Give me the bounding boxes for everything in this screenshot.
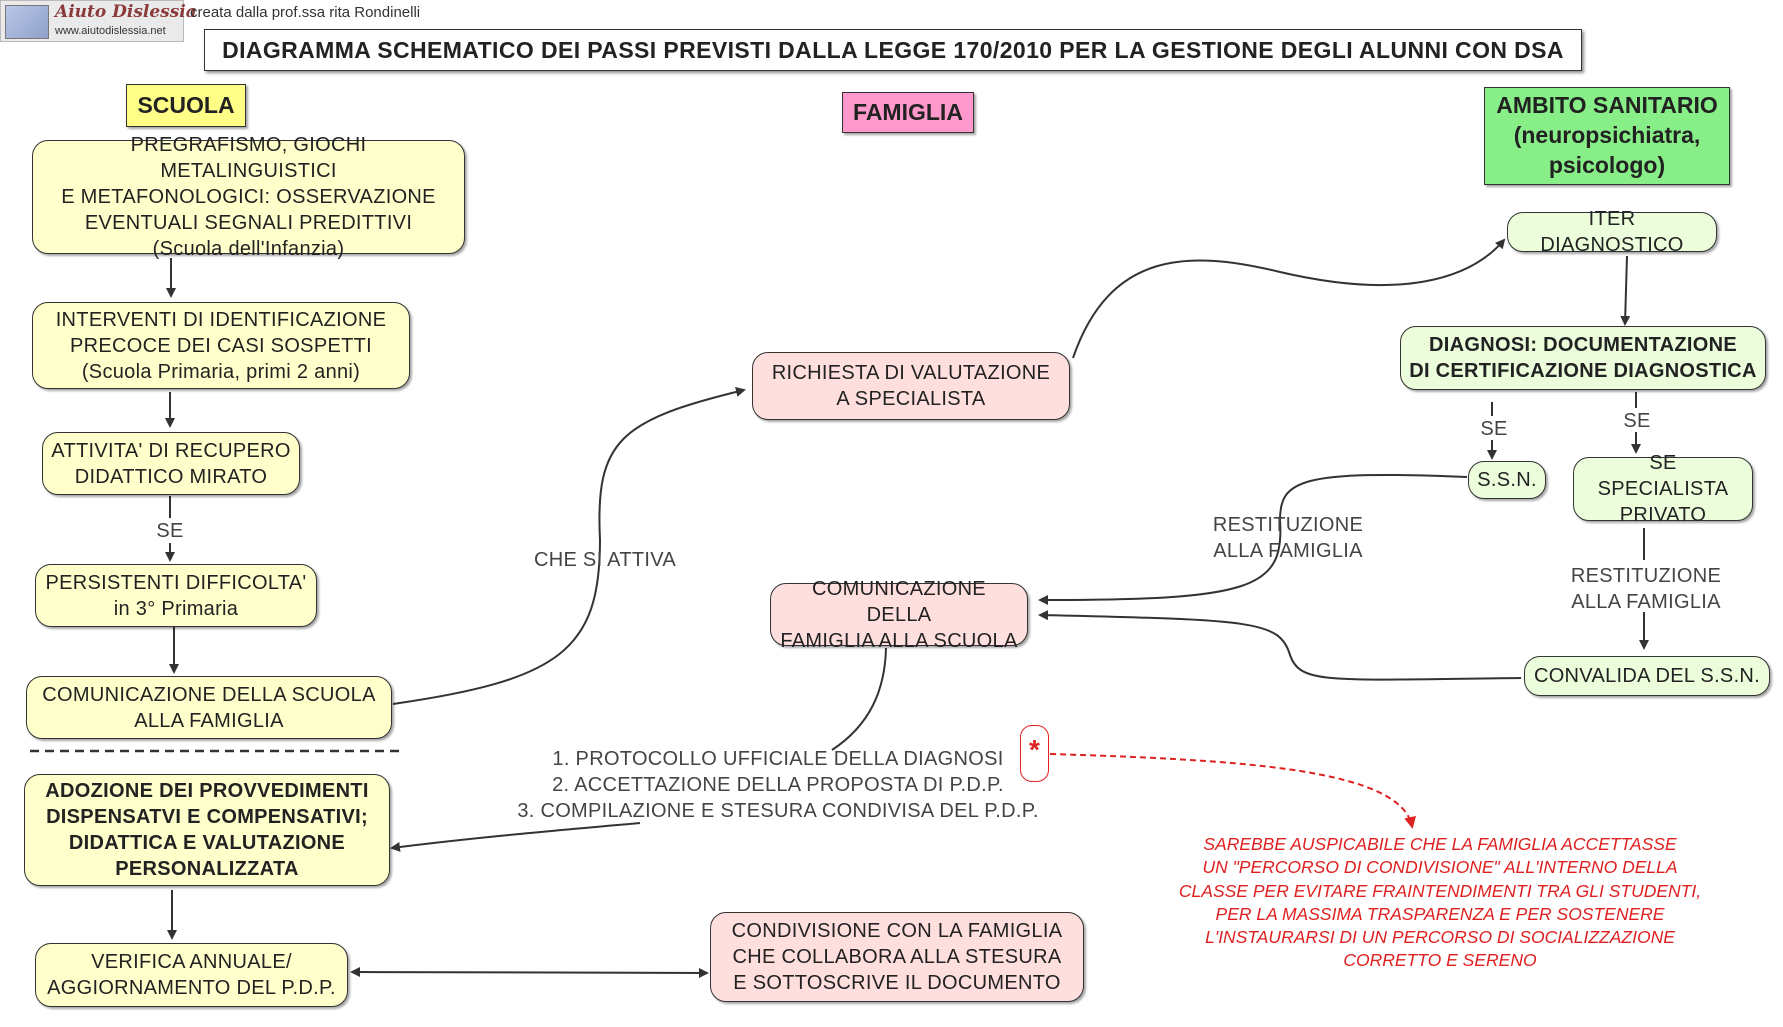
school-node-pregrafismo: PREGRAFISMO, GIOCHI METALINGUISTICI E ME… bbox=[32, 134, 465, 260]
family-node-comunicazione: COMUNICAZIONE DELLA FAMIGLIA ALLA SCUOLA bbox=[770, 578, 1028, 652]
logo-url: www.aiutodislessia.net bbox=[55, 25, 166, 37]
logo-icon bbox=[5, 5, 49, 39]
arrow-ssn-to-comunicazione bbox=[1038, 473, 1468, 605]
che-si-attiva-label: CHE SI ATTIVA bbox=[533, 549, 677, 571]
health-node-privato: SE SPECIALISTA PRIVATO bbox=[1573, 452, 1753, 526]
school-se-label: SE bbox=[156, 520, 184, 542]
arrow-verifica-condivisione bbox=[350, 967, 709, 978]
restituzione-left-label: RESTITUZIONE ALLA FAMIGLIA bbox=[1212, 514, 1364, 562]
header-scuola: SCUOLA bbox=[126, 84, 246, 127]
school-node-recupero: ATTIVITA' DI RECUPERO DIDATTICO MIRATO bbox=[42, 432, 300, 495]
school-node-verifica: VERIFICA ANNUALE/ AGGIORNAMENTO DEL P.D.… bbox=[35, 943, 348, 1007]
school-node-persistenti: PERSISTENTI DIFFICOLTA' in 3° Primaria bbox=[35, 564, 317, 627]
health-se-right-label: SE bbox=[1623, 410, 1651, 432]
health-node-diagnosi: DIAGNOSI: DOCUMENTAZIONE DI CERTIFICAZIO… bbox=[1400, 326, 1766, 390]
school-node-comunicazione: COMUNICAZIONE DELLA SCUOLA ALLA FAMIGLIA bbox=[26, 676, 392, 739]
diagram-title: DIAGRAMMA SCHEMATICO DEI PASSI PREVISTI … bbox=[204, 29, 1582, 71]
pdp-steps-label: 1. PROTOCOLLO UFFICIALE DELLA DIAGNOSI 2… bbox=[517, 748, 1039, 822]
note-star: * bbox=[1020, 725, 1049, 782]
school-node-identificazione: INTERVENTI DI IDENTIFICAZIONE PRECOCE DE… bbox=[32, 302, 410, 389]
logo-name: Aiuto Dislessia bbox=[55, 2, 197, 22]
health-node-iter: ITER DIAGNOSTICO bbox=[1507, 208, 1717, 256]
arrow-school-to-richiesta bbox=[392, 387, 746, 705]
header-ambito-sanitario: AMBITO SANITARIO (neuropsichiatra, psico… bbox=[1484, 87, 1730, 185]
arrow-iter-to-diagnosi bbox=[1620, 255, 1631, 326]
restituzione-right-label: RESTITUZIONE ALLA FAMIGLIA bbox=[1570, 565, 1722, 613]
note-text: SAREBBE AUSPICABILE CHE LA FAMIGLIA ACCE… bbox=[1178, 834, 1702, 971]
health-node-convalida: CONVALIDA DEL S.S.N. bbox=[1524, 656, 1770, 696]
health-se-left-label: SE bbox=[1480, 418, 1508, 440]
arrow-convalida-to-comunicazione bbox=[1038, 610, 1522, 681]
arrow-richiesta-to-iter bbox=[1072, 238, 1506, 359]
arrow-star-to-note bbox=[1049, 753, 1416, 829]
family-node-condivisione: CONDIVISIONE CON LA FAMIGLIA CHE COLLABO… bbox=[710, 912, 1084, 1002]
health-node-ssn: S.S.N. bbox=[1468, 461, 1546, 499]
arrow-comunicazione-to-adozione bbox=[831, 647, 887, 751]
school-node-adozione: ADOZIONE DEI PROVVEDIMENTI DISPENSATVI E… bbox=[24, 774, 390, 886]
logo: Aiuto Dislessia www.aiutodislessia.net bbox=[0, 0, 197, 42]
arrow-steps-to-adozione bbox=[390, 822, 641, 852]
family-node-richiesta: RICHIESTA DI VALUTAZIONE A SPECIALISTA bbox=[752, 352, 1070, 420]
credit-text: creata dalla prof.ssa rita Rondinelli bbox=[190, 4, 421, 21]
header-famiglia: FAMIGLIA bbox=[842, 92, 974, 133]
